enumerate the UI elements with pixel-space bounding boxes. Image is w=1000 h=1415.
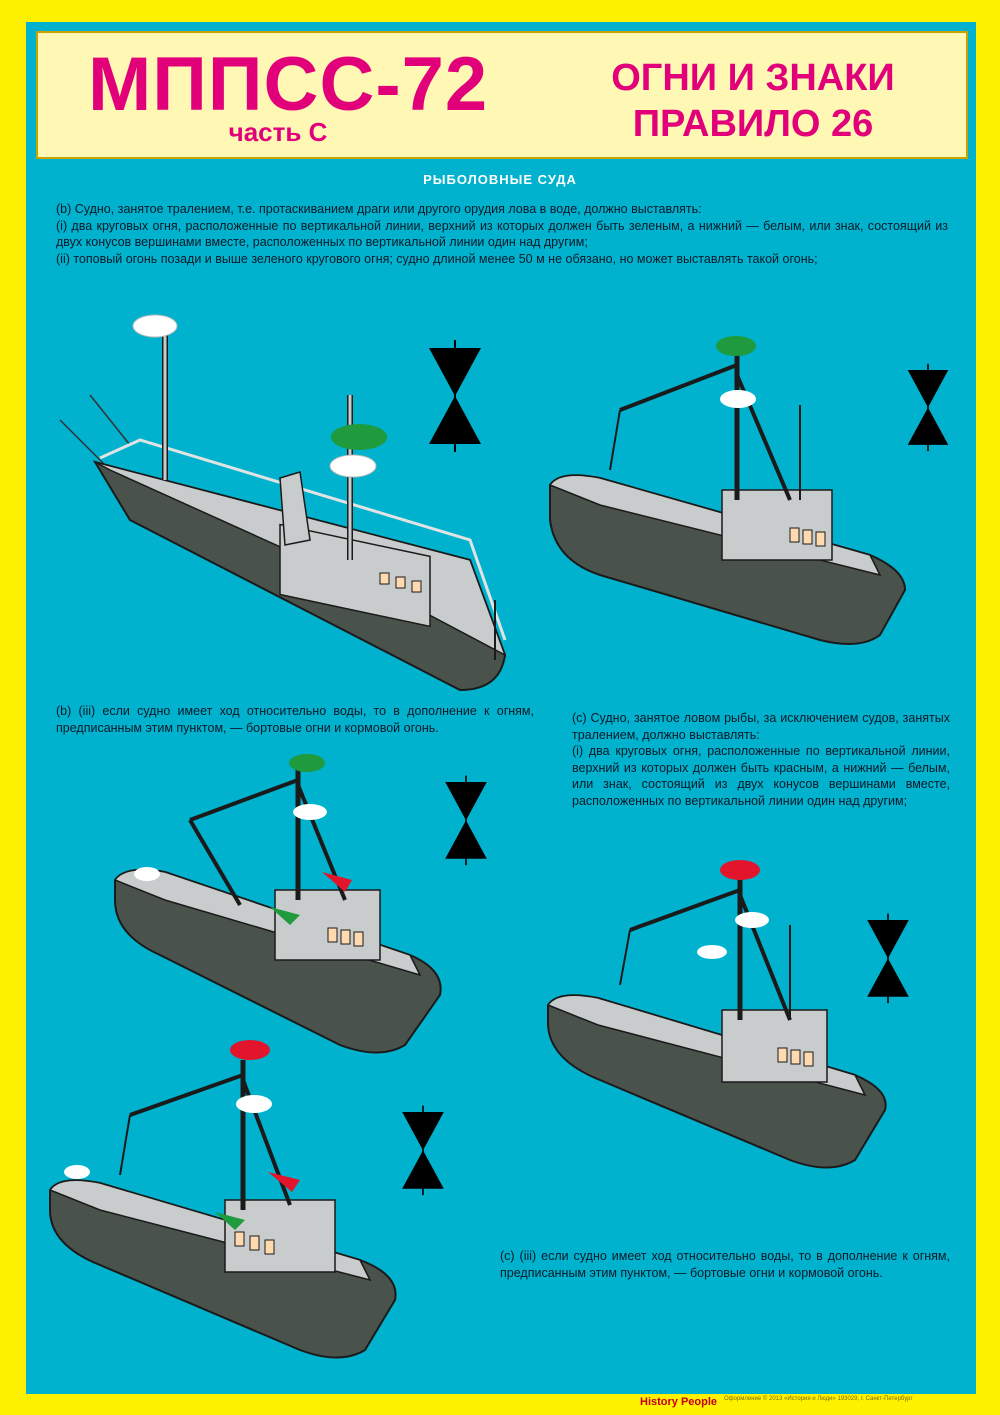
section-title: РЫБОЛОВНЫЕ СУДА bbox=[423, 172, 577, 187]
rule-title: ОГНИ И ЗНАКИ ПРАВИЛО 26 bbox=[558, 55, 948, 147]
trawler-illustration bbox=[548, 336, 907, 645]
regulation-code: МППСС-72 bbox=[88, 42, 489, 127]
trawler-illustration bbox=[113, 754, 442, 1054]
text-b-intro: (b) Судно, занятое тралением, т.е. прота… bbox=[56, 202, 702, 216]
cone-shape-signal bbox=[428, 339, 482, 453]
text-c-item1: (i) два круговых огня, расположенные по … bbox=[572, 744, 950, 808]
text-block-b: (b) Судно, занятое тралением, т.е. прота… bbox=[56, 201, 948, 267]
regulation-part: часть С bbox=[228, 117, 328, 147]
text-block-c: (c) Судно, занятое ловом рыбы, за исключ… bbox=[572, 710, 950, 809]
cone-shape-signal bbox=[401, 1104, 445, 1196]
rule-title-line1: ОГНИ И ЗНАКИ bbox=[611, 57, 895, 99]
cone-shape-signal bbox=[444, 774, 488, 867]
cone-shape-signal bbox=[866, 912, 910, 1005]
text-b-item2: (ii) топовый огонь позади и выше зеленог… bbox=[56, 251, 818, 266]
cone-shape-signal bbox=[906, 362, 950, 452]
trawler-illustration bbox=[59, 314, 507, 692]
publisher-logo: History People bbox=[640, 1396, 718, 1408]
text-block-b3: (b) (iii) если судно имеет ход относител… bbox=[56, 704, 534, 735]
poster-header: МППСС-72 часть С ОГНИ И ЗНАКИ ПРАВИЛО 26 bbox=[36, 31, 968, 159]
text-block-c3: (c) (iii) если судно имеет ход относител… bbox=[500, 1249, 950, 1280]
rule-title-line2: ПРАВИЛО 26 bbox=[632, 103, 874, 145]
text-c-intro: (c) Судно, занятое ловом рыбы, за исключ… bbox=[572, 711, 950, 742]
footer-fine-print: Оформление © 2013 «История и Люди» 19302… bbox=[724, 1396, 913, 1402]
fishing-vessel-illustration bbox=[546, 860, 887, 1169]
text-b-item1: (i) два круговых огня, расположенные по … bbox=[56, 218, 948, 250]
fishing-vessel-illustration bbox=[48, 1040, 397, 1359]
